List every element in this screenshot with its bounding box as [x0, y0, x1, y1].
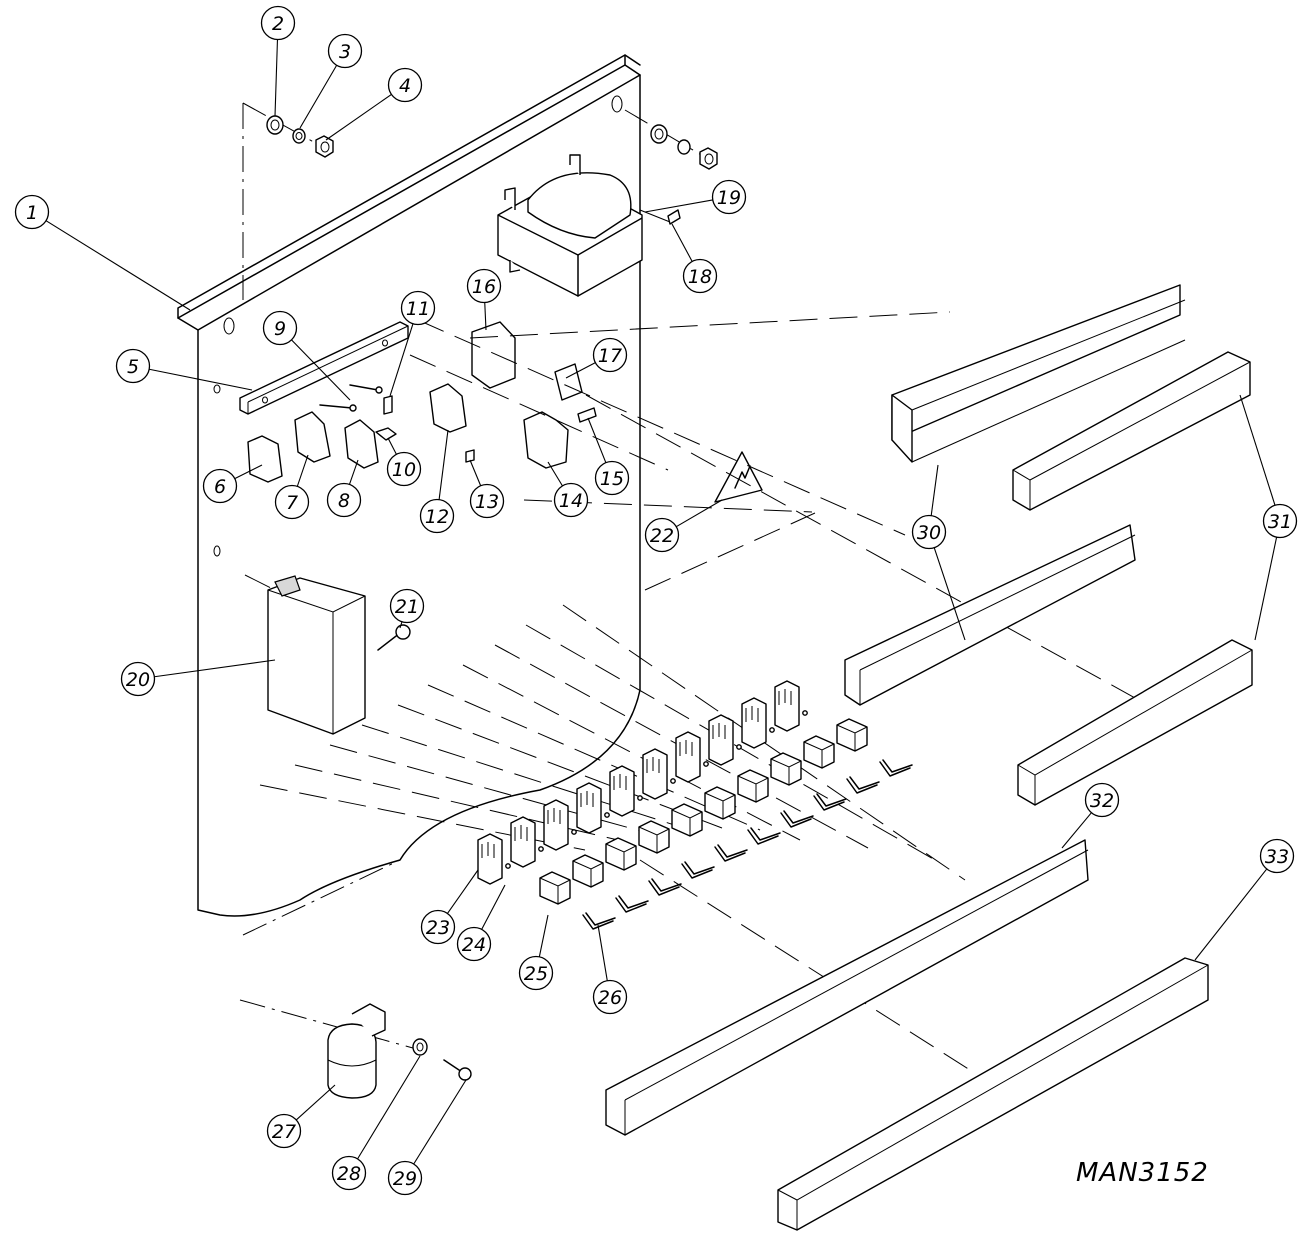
- callout-number: 24: [462, 934, 486, 956]
- relay-unit: [774, 680, 913, 777]
- relay-unit: [510, 816, 649, 913]
- callout-number: 27: [272, 1121, 296, 1143]
- callout-number: 14: [559, 490, 583, 512]
- parts-16-17: [471, 321, 583, 401]
- callout-23: 23: [420, 869, 479, 945]
- callout-10: 10: [386, 437, 422, 487]
- callout-number: 7: [286, 492, 298, 514]
- callout-13: 13: [469, 459, 505, 519]
- callout-number: 20: [126, 669, 150, 691]
- callout-24: 24: [456, 884, 506, 962]
- callout-number: 16: [472, 276, 496, 298]
- callout-14: 14: [547, 461, 589, 518]
- callout-number: 22: [650, 525, 674, 547]
- callout-number: 13: [475, 491, 499, 513]
- callout-25: 25: [518, 914, 554, 991]
- callout-33: 33: [1194, 838, 1295, 961]
- callout-30: 30: [911, 464, 966, 641]
- top-hardware: [242, 102, 718, 300]
- callout-number: 29: [393, 1168, 417, 1190]
- callout-number: 6: [214, 476, 226, 498]
- capacitor-assembly: [327, 1003, 472, 1099]
- callout-1: 1: [14, 194, 191, 311]
- callout-4: 4: [325, 67, 423, 141]
- relay-unit: [477, 833, 616, 930]
- callout-6: 6: [202, 464, 263, 504]
- terminal-blocks: [247, 383, 597, 483]
- relay-unit: [708, 714, 847, 811]
- callout-number: 5: [127, 356, 139, 378]
- callout-number: 10: [392, 459, 416, 481]
- callout-2: 2: [260, 5, 296, 117]
- callout-number: 32: [1090, 790, 1114, 812]
- resistor-block: [267, 575, 411, 735]
- relay-unit: [576, 782, 715, 879]
- explode-lines: [239, 311, 1176, 1071]
- long-duct-cover: [777, 957, 1209, 1231]
- relay-unit: [609, 765, 748, 862]
- callout-number: 25: [524, 963, 548, 985]
- relay-unit: [543, 799, 682, 896]
- transformer: [497, 154, 681, 297]
- relay-unit: [642, 748, 781, 845]
- callout-number: 21: [395, 596, 419, 618]
- callout-32: 32: [1061, 782, 1120, 849]
- callout-number: 31: [1268, 511, 1292, 533]
- callout-21: 21: [389, 588, 425, 629]
- warning-label: [714, 451, 763, 503]
- callout-number: 15: [600, 468, 624, 490]
- callout-15: 15: [587, 417, 630, 496]
- upper-duct-cover: [1012, 351, 1251, 511]
- callout-number: 28: [337, 1163, 361, 1185]
- callout-16: 16: [466, 268, 502, 331]
- callout-27: 27: [266, 1084, 336, 1149]
- relay-unit: [741, 697, 880, 794]
- long-wire-duct: [605, 839, 1089, 1136]
- callout-28: 28: [331, 1055, 421, 1191]
- callout-9: 9: [262, 310, 351, 401]
- callout-number: 23: [426, 917, 450, 939]
- callout-number: 26: [598, 987, 622, 1009]
- callout-number: 33: [1265, 846, 1289, 868]
- callout-8: 8: [326, 459, 362, 518]
- callout-number: 4: [399, 75, 411, 97]
- callout-31: 31: [1239, 394, 1298, 641]
- callout-number: 18: [688, 266, 712, 288]
- callout-number: 8: [338, 490, 350, 512]
- callout-26: 26: [592, 924, 628, 1015]
- callout-number: 3: [339, 41, 351, 63]
- callout-22: 22: [644, 499, 723, 553]
- callout-number: 19: [717, 187, 741, 209]
- lower-wire-duct: [844, 524, 1136, 706]
- drawing-number: MAN3152: [1076, 1158, 1209, 1188]
- callout-18: 18: [671, 223, 718, 294]
- relay-unit: [675, 731, 814, 828]
- callout-3: 3: [299, 33, 363, 129]
- callout-17: 17: [565, 337, 628, 379]
- callout-number: 11: [406, 298, 430, 320]
- callout-number: 2: [272, 13, 284, 35]
- callout-number: 17: [598, 345, 622, 367]
- callout-number: 1: [26, 202, 38, 224]
- upper-wire-duct: [891, 284, 1186, 463]
- callout-number: 12: [425, 506, 449, 528]
- lower-duct-cover: [1017, 639, 1253, 806]
- callout-5: 5: [115, 348, 253, 391]
- callout-7: 7: [274, 454, 310, 520]
- relay-row: [477, 680, 913, 930]
- callout-19: 19: [644, 179, 747, 215]
- callout-11: 11: [389, 290, 436, 397]
- callout-29: 29: [387, 1079, 467, 1196]
- callout-number: 30: [917, 522, 941, 544]
- callout-12: 12: [419, 429, 455, 534]
- callout-number: 9: [274, 318, 286, 340]
- callout-20: 20: [120, 659, 276, 697]
- mounting-panel: [177, 54, 641, 917]
